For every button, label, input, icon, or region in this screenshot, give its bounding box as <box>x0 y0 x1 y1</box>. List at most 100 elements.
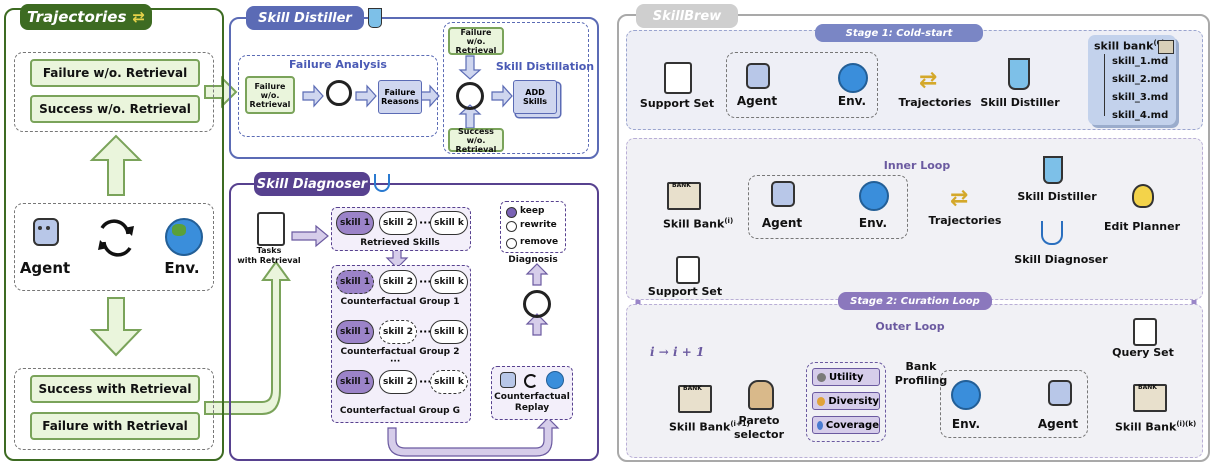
skillbrew-title: SkillBrew <box>636 4 738 28</box>
utility-metric: Utility <box>812 368 880 386</box>
outer-agent-env-group <box>940 370 1088 438</box>
failure-without-retrieval: Failure w/o. Retrieval <box>30 59 200 87</box>
file-tree-line <box>1104 54 1105 116</box>
earth-land <box>172 224 186 236</box>
stethoscope-icon <box>374 174 390 192</box>
retrieved-skill-k: skill k <box>430 211 468 235</box>
openai-icon-2 <box>456 82 484 110</box>
file-2: skill_2.md <box>1112 74 1169 85</box>
skill-diagnoser-title: Skill Diagnoser <box>254 172 370 196</box>
failure-wo-retrieval-input: Failure w/o.Retrieval <box>448 27 504 55</box>
edit-planner-label: Edit Planner <box>1103 220 1181 233</box>
success-wo-retrieval-input: Success w/o.Retrieval <box>448 127 504 154</box>
group2-skill-k: skill k <box>430 320 468 344</box>
utility-icon <box>817 372 826 382</box>
agent-env-group <box>14 203 214 291</box>
stage1-agent-env-group <box>726 52 878 118</box>
stage1-earth-icon <box>838 63 868 93</box>
outer-skill-bank-ik-label: Skill Bank(i)(k) <box>1115 420 1197 434</box>
replay-robot-icon <box>500 372 516 388</box>
openai-icon-3 <box>523 290 551 318</box>
skill-bank-0-icon <box>1158 40 1174 54</box>
outer-bank-word-2: BANK <box>683 385 702 392</box>
rewrite-dot <box>506 221 517 232</box>
arrow-down-green <box>89 297 143 357</box>
stage1-env-label: Env. <box>837 94 867 108</box>
inner-shuffle-icon: ⇄ <box>950 186 969 211</box>
keep-dot <box>506 207 517 218</box>
groupG-skill-k: skill k <box>430 370 468 394</box>
rewrite-label: rewrite <box>520 220 557 230</box>
inner-distiller-icon <box>1043 156 1063 184</box>
skill-diagnoser-panel <box>229 183 599 461</box>
stage1-shuffle-icon: ⇄ <box>919 68 938 93</box>
skill-distillation-group <box>443 22 589 154</box>
group1-label: Counterfactual Group 1 <box>340 297 460 307</box>
skill-distillation-label: Skill Distillation <box>495 60 595 73</box>
diagnosis-label: Diagnosis <box>508 255 558 265</box>
skill-distiller-title: Skill Distiller <box>246 6 364 30</box>
failure-analysis-label: Failure Analysis <box>289 58 387 71</box>
inner-skill-bank-label: Skill Bank(i) <box>663 217 734 231</box>
trajectories-title: Trajectories ⇄ <box>20 4 152 30</box>
flask-icon <box>368 8 382 28</box>
retrieved-skill-2: skill 2 <box>379 211 417 235</box>
inner-agent-env-group <box>748 175 908 239</box>
replay-cycle-icon <box>524 374 538 388</box>
inner-stethoscope-icon <box>1041 221 1063 245</box>
outer-loop-panel <box>626 304 1203 458</box>
stage1-robot-icon <box>746 63 770 89</box>
outer-skill-bank-ik-icon <box>1133 384 1167 412</box>
inner-bank-word: BANK <box>672 182 691 189</box>
groupG-label: Counterfactual Group G <box>339 406 461 416</box>
inner-support-clipboard-icon <box>676 256 700 284</box>
diagnosis-options <box>500 201 566 253</box>
inner-skill-bank-icon <box>667 182 701 210</box>
openai-icon-1 <box>326 80 352 106</box>
inner-support-set-label: Support Set <box>647 285 723 298</box>
outer-loop-label: Outer Loop <box>875 320 945 333</box>
success-with-retrieval: Success with Retrieval <box>30 375 200 403</box>
coverage-metric: Coverage <box>812 416 880 434</box>
retrieved-skills-label: Retrieved Skills <box>360 238 440 248</box>
outer-skill-bank-i1-label: Skill Bank(i+1) <box>669 420 750 434</box>
arrow-to-diagnoser <box>204 260 291 415</box>
failure-with-retrieval: Failure with Retrieval <box>30 412 200 440</box>
diversity-icon <box>817 396 826 406</box>
group2-skill-2: skill 2 <box>379 320 417 344</box>
outer-env-label: Env. <box>951 417 981 431</box>
skill-distiller-panel <box>229 17 599 159</box>
outer-skill-bank-i1-icon <box>678 385 712 413</box>
arrow-groups-to-replay <box>387 417 560 457</box>
shuffle-icon: ⇄ <box>132 8 145 26</box>
earth-icon <box>165 218 203 256</box>
keep-label: keep <box>520 206 545 216</box>
stage2-title: Stage 2: Curation Loop <box>838 292 992 310</box>
metrics-group <box>806 362 886 442</box>
outer-robot-icon <box>1048 380 1072 406</box>
robot-eye-left <box>38 226 42 230</box>
coverage-icon <box>817 420 823 430</box>
skillbrew-panel <box>617 14 1210 462</box>
retrieved-ellipsis: ··· <box>419 216 432 229</box>
inner-diagnoser-label: Skill Diagnoser <box>1014 253 1108 266</box>
lightbulb-icon <box>1132 184 1154 208</box>
replay-earth-icon <box>546 371 564 389</box>
groupG-ellipsis: ··· <box>419 375 432 388</box>
outer-earth-icon <box>951 380 981 410</box>
groupG-skill-1: skill 1 <box>336 370 374 394</box>
inner-loop-panel <box>626 138 1203 300</box>
pareto-selector-icon <box>748 380 774 410</box>
group2-label: Counterfactual Group 2 <box>340 347 460 357</box>
query-set-clipboard-icon <box>1133 318 1157 346</box>
env-label: Env. <box>164 259 200 277</box>
group1-skill-2: skill 2 <box>379 270 417 294</box>
groups-vertical-ellipsis: ··· <box>390 357 401 367</box>
robot-eye-right <box>46 226 50 230</box>
stage1-title: Stage 1: Cold-start <box>815 24 983 42</box>
agent-label: Agent <box>19 259 71 277</box>
